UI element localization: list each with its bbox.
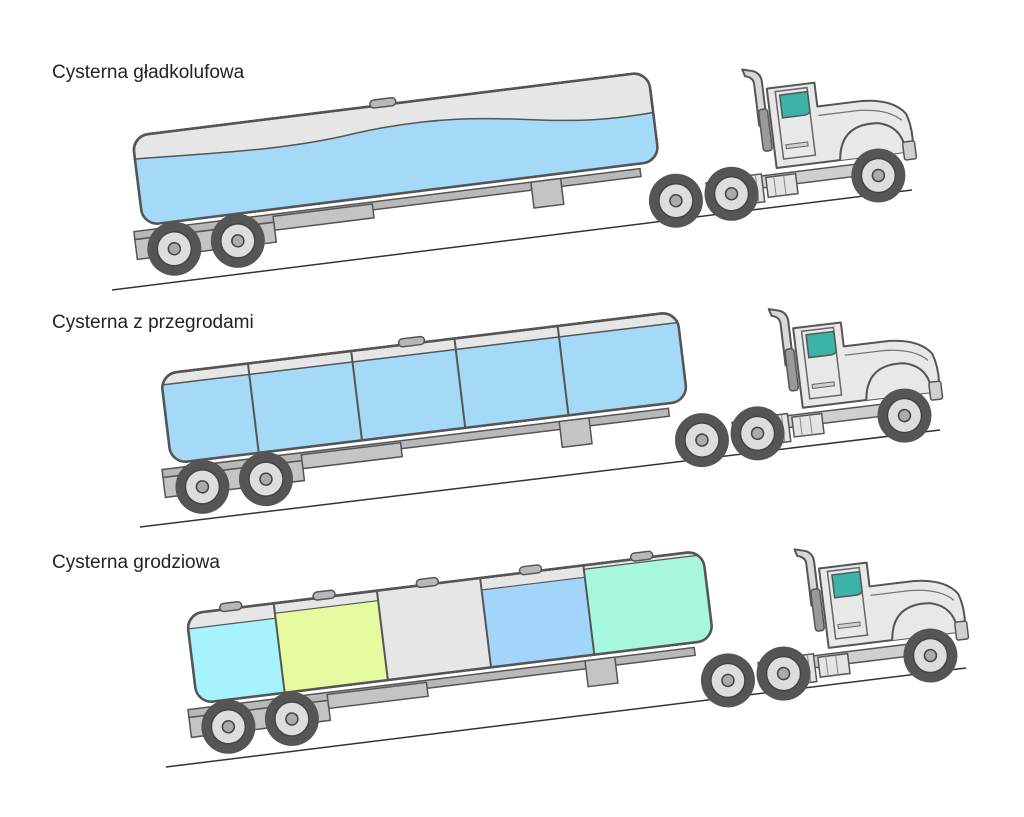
panel-smooth — [111, 48, 923, 291]
panel-baffled — [139, 288, 949, 528]
compartment-3 — [376, 578, 492, 681]
panel-title-smooth: Cysterna gładkolufowa — [52, 62, 245, 83]
compartment-1 — [161, 374, 259, 464]
panel-title-baffled: Cysterna z przegrodami — [52, 312, 254, 333]
tank-baffled — [161, 312, 688, 464]
tank-smooth — [132, 72, 660, 226]
road-line — [139, 429, 941, 528]
compartment-2 — [249, 361, 363, 453]
tank-bulkhead — [186, 550, 714, 704]
compartment-5 — [583, 554, 714, 656]
panel-title-bulkhead: Cysterna grodziowa — [52, 552, 220, 573]
compartment-4 — [480, 576, 595, 669]
compartment-1 — [187, 617, 286, 704]
road-line — [111, 189, 913, 291]
compartment-4 — [455, 336, 569, 428]
compartment-5 — [559, 322, 688, 416]
road-line — [165, 667, 967, 768]
compartment-3 — [352, 349, 466, 441]
panel-bulkhead — [165, 528, 975, 768]
compartment-2 — [274, 599, 389, 694]
